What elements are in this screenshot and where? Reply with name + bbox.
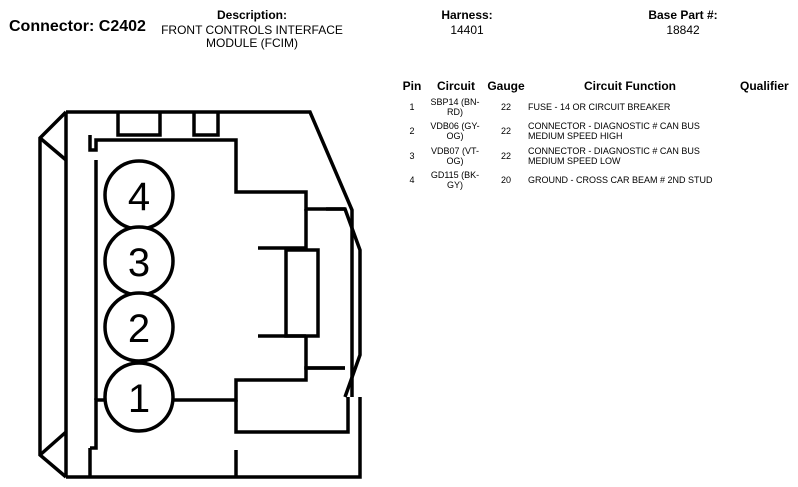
connector-label: Connector: <box>9 18 95 35</box>
circuit-code: VDB06 (GY-OG) <box>430 121 480 141</box>
circuit-code: SBP14 (BN-RD) <box>430 97 480 117</box>
pin-number: 2 <box>409 126 415 136</box>
wire-gauge: 22 <box>500 126 511 136</box>
harness-value: 14401 <box>450 23 484 37</box>
column-header-circuit-function: Circuit Function <box>584 79 676 93</box>
circuit-function: GROUND - CROSS CAR BEAM # 2ND STUD <box>528 175 713 185</box>
pin-number: 1 <box>409 102 415 112</box>
base-part-label: Base Part #: <box>648 8 718 22</box>
connector-housing <box>38 110 362 479</box>
connector-title: Connector: C2402 <box>9 18 146 36</box>
connector-id: C2402 <box>98 18 146 35</box>
wire-gauge: 22 <box>500 151 511 161</box>
base-part-value: 18842 <box>666 23 700 37</box>
circuit-function: CONNECTOR - DIAGNOSTIC # CAN BUS MEDIUM … <box>528 146 700 166</box>
column-header-circuit: Circuit <box>436 79 475 93</box>
column-header-gauge: Gauge <box>487 79 525 93</box>
description-label: Description: <box>216 8 287 22</box>
circuit-code: GD115 (BK-GY) <box>430 170 480 190</box>
pin-cavity-2 <box>103 291 175 363</box>
wire-gauge: 22 <box>500 102 511 112</box>
circuit-function: CONNECTOR - DIAGNOSTIC # CAN BUS MEDIUM … <box>528 121 700 141</box>
circuit-function: FUSE - 14 OR CIRCUIT BREAKER <box>528 102 671 112</box>
column-header-qualifier: Qualifier <box>740 79 789 93</box>
description-value: FRONT CONTROLS INTERFACE MODULE (FCIM) <box>161 23 343 50</box>
column-header-pin: Pin <box>402 79 422 93</box>
pin-label: 2 <box>128 307 150 351</box>
pin-cavities <box>103 159 175 433</box>
harness-label: Harness: <box>441 8 493 22</box>
pin-number: 4 <box>409 175 415 185</box>
pin-label: 1 <box>128 377 150 421</box>
circuit-code: VDB07 (VT-OG) <box>430 146 479 166</box>
pin-number: 3 <box>409 151 415 161</box>
pin-label: 4 <box>128 175 150 219</box>
pin-label: 3 <box>128 241 150 285</box>
pin-cavity-1 <box>103 361 175 433</box>
wire-gauge: 20 <box>500 175 511 185</box>
